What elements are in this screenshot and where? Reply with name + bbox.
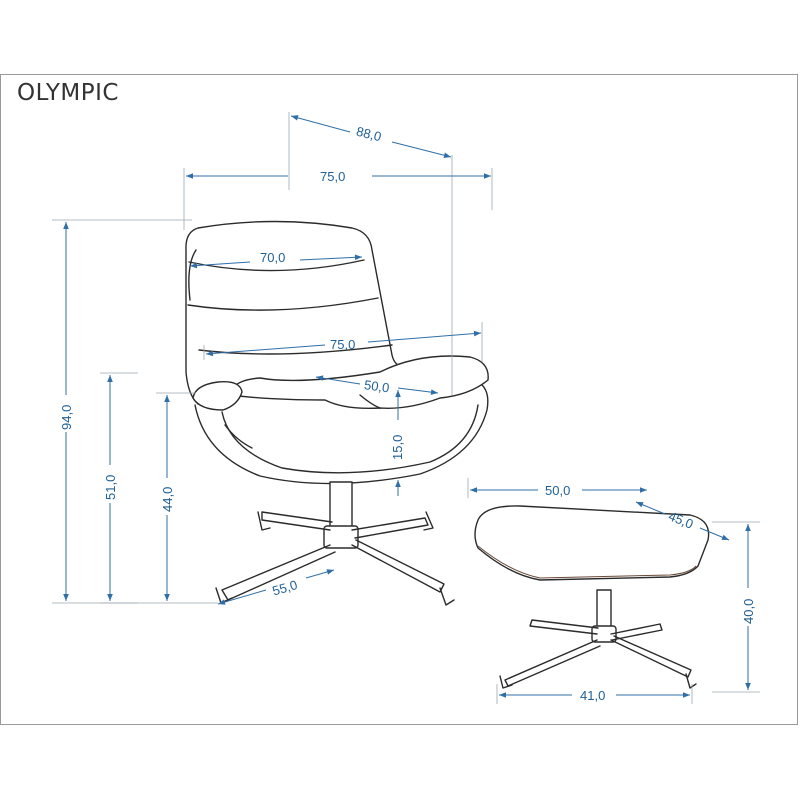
dim-base-width: 55,0 xyxy=(271,577,299,598)
dim-total-height: 94,0 xyxy=(59,405,74,430)
product-title: OLYMPIC xyxy=(17,80,119,106)
dim-chair-depth: 88,0 xyxy=(355,124,383,145)
dim-cushion-height: 15,0 xyxy=(390,435,405,460)
dimension-labels: 88,0 75,0 70,0 75,0 50,0 15,0 94,0 51,0 … xyxy=(59,124,756,703)
dim-ottoman-height: 40,0 xyxy=(741,599,756,624)
dim-ottoman-base: 41,0 xyxy=(580,688,605,703)
dim-armrest-height: 51,0 xyxy=(103,475,118,500)
dim-seat-height: 44,0 xyxy=(160,487,175,512)
dim-ottoman-width: 50,0 xyxy=(545,483,570,498)
extension-lines xyxy=(52,112,760,704)
dim-seat-depth: 50,0 xyxy=(363,377,390,395)
chair-drawing xyxy=(185,220,489,606)
dim-seat-width: 75,0 xyxy=(330,337,355,352)
dim-chair-width: 75,0 xyxy=(320,169,345,184)
ottoman-drawing xyxy=(474,505,710,689)
dim-backrest-width: 70,0 xyxy=(260,250,285,265)
dimension-lines xyxy=(63,115,751,698)
